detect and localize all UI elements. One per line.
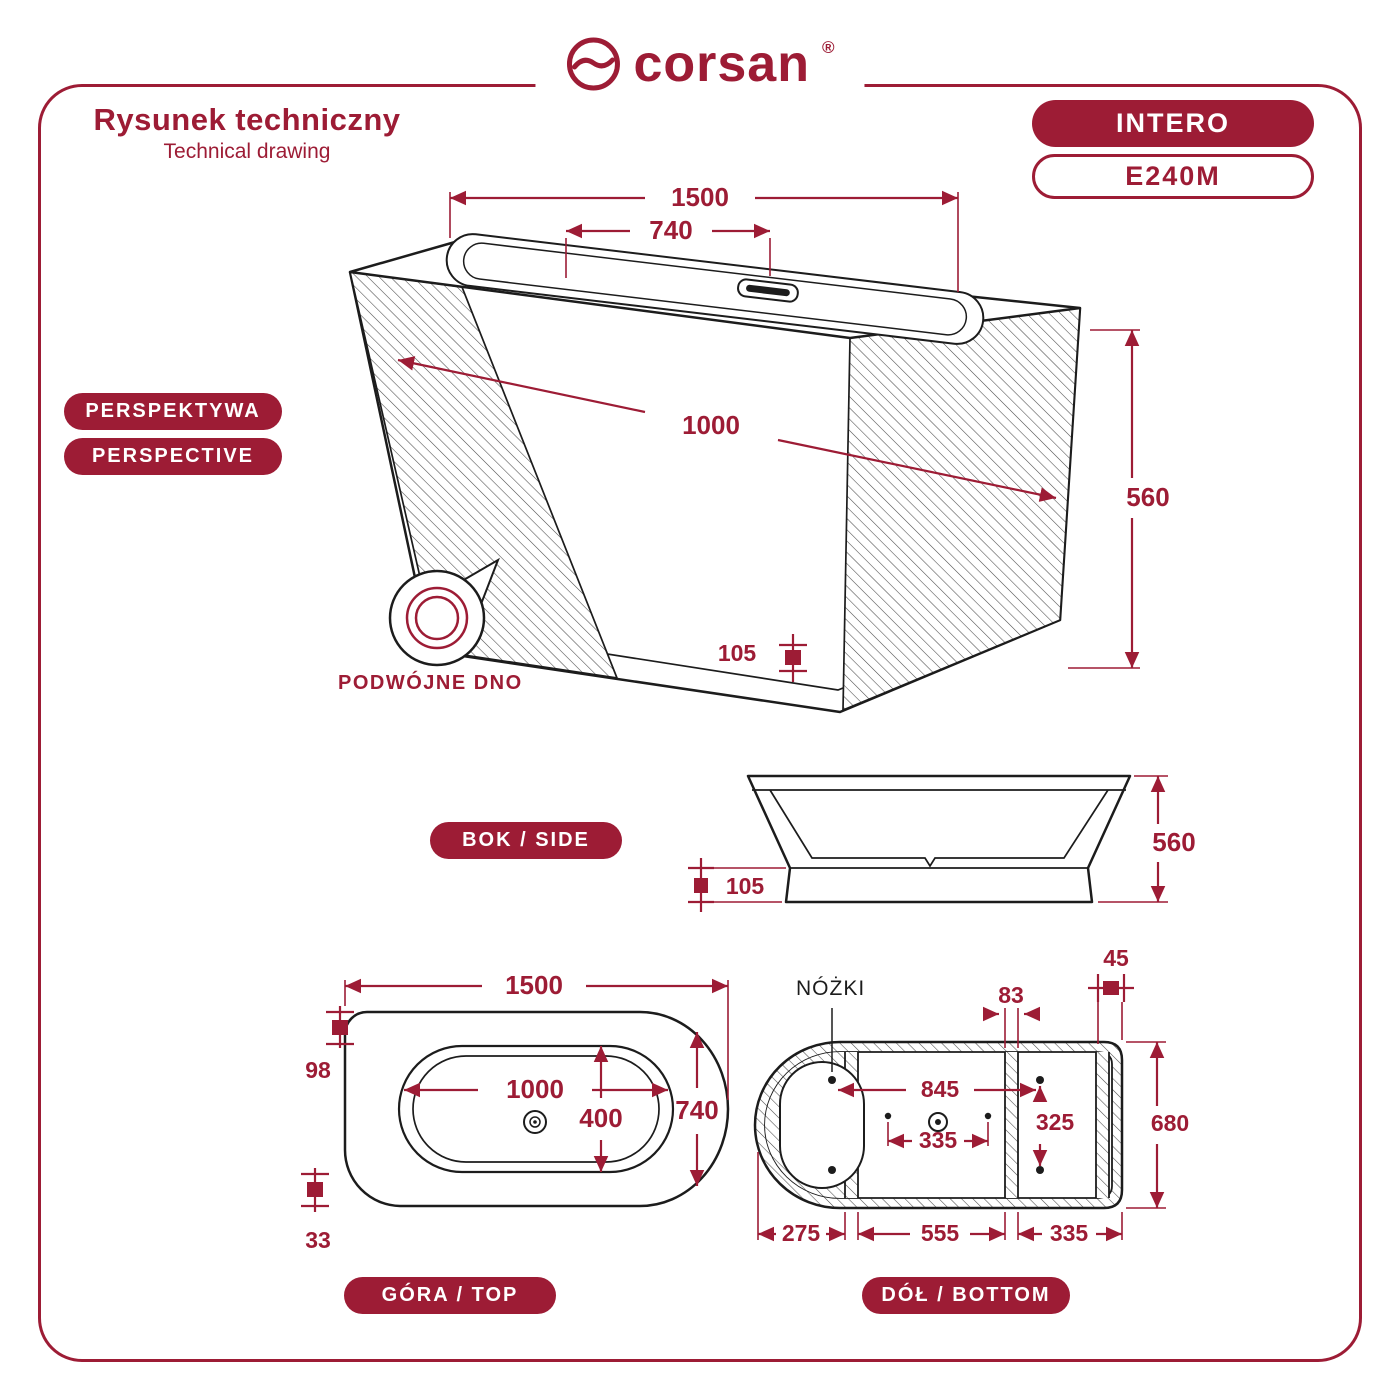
registered-mark: ® bbox=[822, 38, 835, 57]
dim-value: 400 bbox=[579, 1103, 622, 1133]
dim-side-height: 560 bbox=[1098, 775, 1196, 903]
dim-side-plinth: 105 bbox=[688, 858, 786, 912]
feet-dots bbox=[828, 1076, 1044, 1174]
dim-bottom-feet-pitch: 325 bbox=[1032, 1086, 1075, 1166]
dim-value: 845 bbox=[921, 1076, 960, 1102]
dim-top-rim-top: 98 bbox=[305, 1006, 354, 1083]
dim-top-basin-length: 1000 bbox=[404, 1074, 668, 1104]
page-title: Rysunek techniczny Technical drawing bbox=[60, 102, 434, 164]
bottom-view: 83 45 845 335 325 bbox=[753, 945, 1189, 1246]
dim-top-width: 740 bbox=[675, 1032, 719, 1186]
dim-perspective-overflow: 740 bbox=[565, 215, 771, 278]
side-basin-line bbox=[769, 789, 1109, 868]
side-outline bbox=[746, 774, 1132, 904]
dim-value: 83 bbox=[998, 982, 1024, 1008]
dim-top-rim-bottom: 33 bbox=[301, 1168, 331, 1253]
top-view: 1500 98 1000 400 740 bbox=[301, 970, 730, 1253]
badge-bottom-view: DÓŁ / BOTTOM bbox=[862, 1277, 1070, 1314]
dim-bottom-drain-span: 335 bbox=[887, 1122, 989, 1153]
dim-value: 45 bbox=[1103, 945, 1129, 971]
dim-perspective-length: 1500 bbox=[449, 182, 959, 292]
title-polish: Rysunek techniczny bbox=[93, 102, 401, 137]
model-code-badge: E240M bbox=[1032, 154, 1314, 199]
dim-value: 1500 bbox=[671, 182, 729, 212]
badge-side-view: BOK / SIDE bbox=[430, 822, 622, 859]
top-basin-outer bbox=[397, 1044, 675, 1174]
overflow-drain bbox=[737, 278, 799, 303]
brand-wordmark: corsan bbox=[633, 35, 810, 93]
side-view: 560 105 bbox=[688, 774, 1196, 912]
model-name-badge: INTERO bbox=[1032, 100, 1314, 147]
title-english: Technical drawing bbox=[163, 140, 331, 163]
dim-value: 560 bbox=[1126, 482, 1169, 512]
dim-value: 560 bbox=[1152, 827, 1195, 857]
dim-perspective-height: 560 bbox=[1068, 329, 1170, 669]
basin-opening bbox=[445, 233, 985, 345]
drain bbox=[523, 1110, 547, 1134]
dim-value: 555 bbox=[921, 1220, 960, 1246]
dim-bottom-feet-span: 845 bbox=[838, 1076, 1036, 1102]
double-bottom-label: PODWÓJNE DNO bbox=[338, 672, 523, 694]
brand-logo: corsan ® bbox=[535, 34, 865, 94]
dim-value: 335 bbox=[919, 1127, 958, 1153]
dim-value: 1000 bbox=[682, 410, 740, 440]
dim-value: 98 bbox=[305, 1057, 331, 1083]
dim-value: 275 bbox=[782, 1220, 821, 1246]
dim-value: 105 bbox=[718, 640, 757, 666]
dim-value: 325 bbox=[1036, 1109, 1075, 1135]
double-bottom-detail bbox=[388, 557, 500, 667]
perspective-view: 1500 740 1000 560 bbox=[348, 182, 1170, 714]
dim-bottom-strip: 83 bbox=[982, 982, 1041, 1048]
dim-value: 105 bbox=[726, 873, 765, 899]
dim-value: 680 bbox=[1151, 1110, 1189, 1136]
model-badges: INTERO E240M bbox=[1032, 100, 1314, 199]
dim-top-basin-width: 400 bbox=[579, 1046, 623, 1172]
dim-value: 1000 bbox=[506, 1074, 564, 1104]
right-end-face bbox=[842, 307, 1081, 712]
dim-value: 740 bbox=[675, 1095, 718, 1125]
detail-circle bbox=[388, 569, 486, 667]
dim-value: 740 bbox=[649, 215, 692, 245]
dim-value: 1500 bbox=[505, 970, 563, 1000]
drain-bottom bbox=[928, 1112, 948, 1132]
badge-perspektywa: PERSPEKTYWA bbox=[64, 393, 282, 430]
dim-value: 33 bbox=[305, 1227, 331, 1253]
dim-perspective-plinth: 105 bbox=[718, 634, 807, 682]
basin-bottom-oval bbox=[779, 1061, 865, 1189]
wave-icon bbox=[565, 36, 621, 92]
dim-value: 335 bbox=[1050, 1220, 1089, 1246]
badge-perspective: PERSPECTIVE bbox=[64, 438, 282, 475]
dim-top-length: 1500 bbox=[344, 970, 729, 1100]
dim-bottom-edge-strip: 45 bbox=[1088, 945, 1134, 1044]
dim-bottom-width: 680 bbox=[1126, 1041, 1189, 1209]
dim-bottom-segments: 275 555 335 bbox=[757, 1152, 1123, 1246]
feet-label: NÓŻKI bbox=[796, 977, 866, 1000]
dim-perspective-basin-length: 1000 bbox=[397, 356, 1057, 502]
badge-top-view: GÓRA / TOP bbox=[344, 1277, 556, 1314]
